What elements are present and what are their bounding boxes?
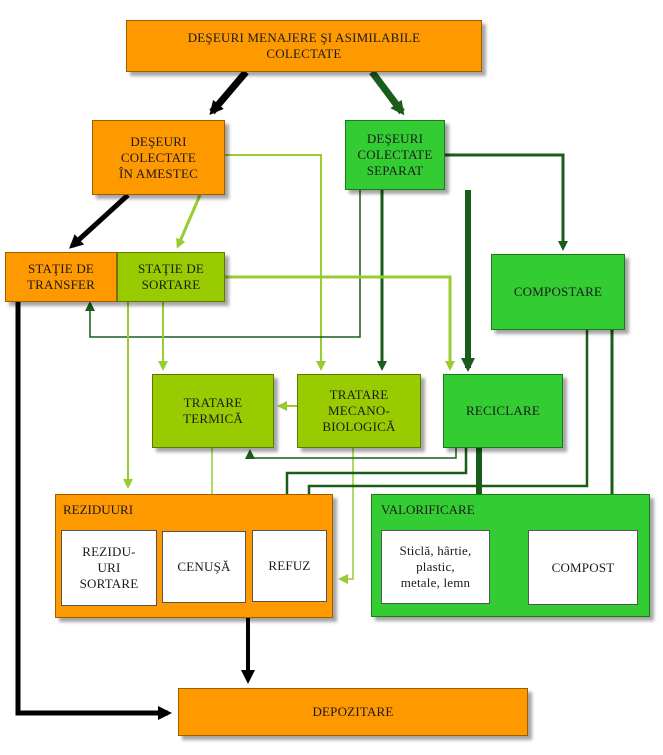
arrow-collected-to-mixed xyxy=(209,69,249,116)
node-collected-waste: DEŞEURI MENAJERE ŞI ASIMILABILE COLECTAT… xyxy=(126,20,482,72)
node-materials: Sticlă, hârtie, plastic, metale, lemn xyxy=(381,530,490,604)
arrow-separate-to-transfer xyxy=(85,190,361,338)
arrow-recycling-to-thermal xyxy=(245,448,457,459)
node-sorting-station: STAŢIE DE SORTARE xyxy=(117,252,225,302)
arrow-sorting-to-recycling xyxy=(225,275,455,371)
node-separate-waste: DEŞEURI COLECTATE SEPARAT xyxy=(345,120,445,190)
node-recycling: RECICLARE xyxy=(443,374,563,448)
node-refuse: REFUZ xyxy=(252,530,327,602)
node-landfill: DEPOZITARE xyxy=(178,688,528,736)
node-ash: CENUŞĂ xyxy=(162,531,246,603)
arrow-separate-to-composting xyxy=(445,153,568,251)
node-sorting-residues: REZIDU- URI SORTARE xyxy=(61,530,157,606)
node-mixed-waste: DEŞEURI COLECTATE ÎN AMESTEC xyxy=(92,120,225,195)
node-composting: COMPOSTARE xyxy=(491,254,625,330)
node-compost: COMPOST xyxy=(528,530,638,605)
arrow-transfer-to-landfill xyxy=(15,302,172,720)
arrow-mbt-to-refuse xyxy=(338,448,354,584)
node-transfer-station: STAŢIE DE TRANSFER xyxy=(5,252,117,302)
node-mbt-treatment: TRATARE MECANO- BIOLOGICĂ xyxy=(297,374,421,448)
group-recovery-label: VALORIFICARE xyxy=(381,502,475,517)
arrow-mixed-to-mbt xyxy=(225,154,326,371)
arrow-collected-to-separate xyxy=(369,69,405,116)
group-residues-label: REZIDUURI xyxy=(63,502,134,517)
arrow-mixed-to-sorting xyxy=(176,194,202,249)
node-thermal-treatment: TRATARE TERMICĂ xyxy=(152,374,274,448)
arrow-mixed-to-transfer xyxy=(69,193,130,249)
